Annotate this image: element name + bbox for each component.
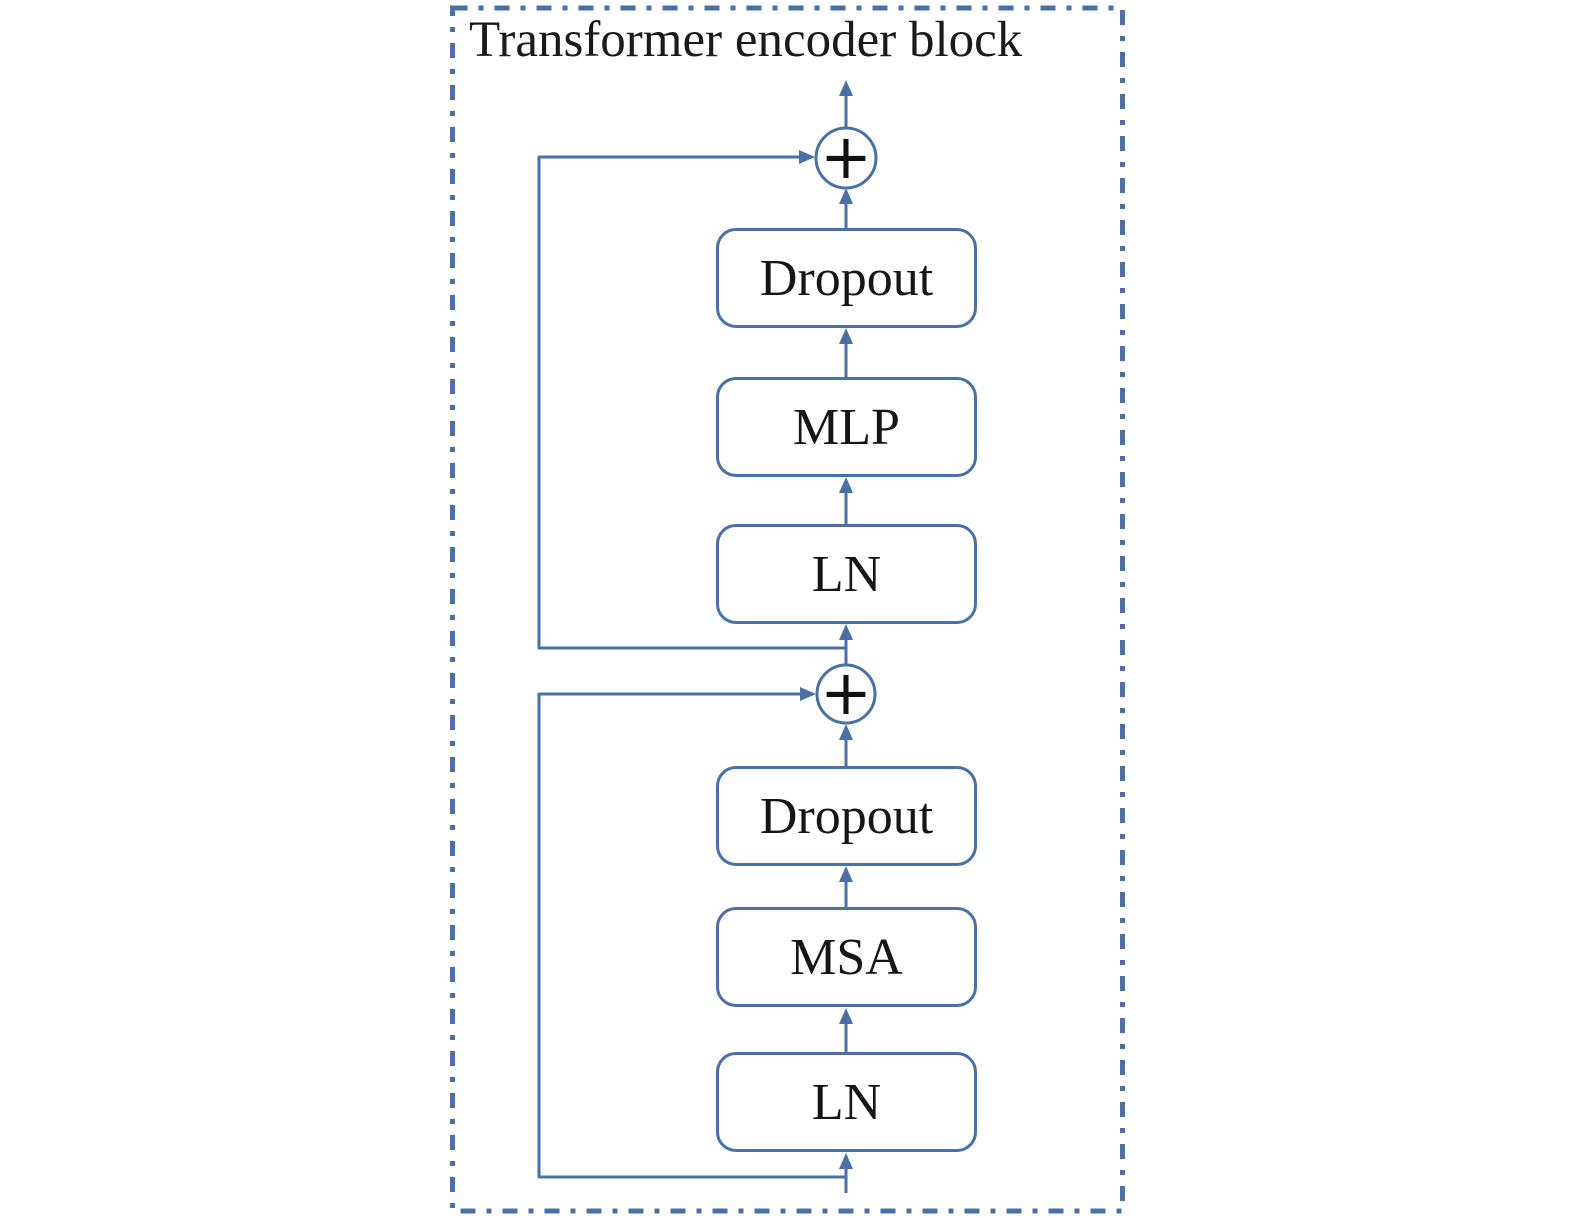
block-mlp: MLP xyxy=(716,377,977,477)
add-operator-top xyxy=(814,126,878,190)
arrowhead-into-add-top-icon xyxy=(839,188,853,204)
residual-connection-bottom xyxy=(537,692,846,1179)
output-arrowhead-icon xyxy=(839,80,853,96)
block-ln-bottom-label: LN xyxy=(811,1073,882,1131)
block-ln-top-label: LN xyxy=(811,545,882,603)
plus-icon: + xyxy=(820,656,872,729)
flow-arrowheads xyxy=(839,80,853,1169)
arrowhead-into-dropout-bottom-icon xyxy=(839,866,853,882)
block-msa: MSA xyxy=(716,907,977,1007)
add-operator-bottom xyxy=(815,663,877,725)
arrowhead-into-ln-top-icon xyxy=(839,624,853,640)
block-dropout-top: Dropout xyxy=(716,228,977,328)
arrowhead-into-dropout-top-icon xyxy=(839,328,853,344)
arrowhead-into-add-bottom-icon xyxy=(839,724,853,740)
encoder-block-dashed-border xyxy=(450,5,1125,1214)
residual-bottom-arrowhead-icon xyxy=(800,687,816,701)
block-msa-label: MSA xyxy=(790,928,903,986)
plus-icon: + xyxy=(820,120,872,193)
arrowhead-into-msa-icon xyxy=(839,1008,853,1024)
block-ln-bottom: LN xyxy=(716,1052,977,1152)
residual-connection-top xyxy=(537,155,846,650)
arrowhead-into-mlp-icon xyxy=(839,477,853,493)
block-dropout-bottom: Dropout xyxy=(716,766,977,866)
block-dropout-top-label: Dropout xyxy=(759,249,934,307)
residual-top-arrowhead-icon xyxy=(799,150,815,164)
arrowhead-into-ln-bottom-icon xyxy=(839,1153,853,1169)
block-dropout-bottom-label: Dropout xyxy=(759,787,934,845)
diagram-title: Transformer encoder block xyxy=(469,12,1023,68)
block-mlp-label: MLP xyxy=(793,398,900,456)
block-ln-top: LN xyxy=(716,524,977,624)
